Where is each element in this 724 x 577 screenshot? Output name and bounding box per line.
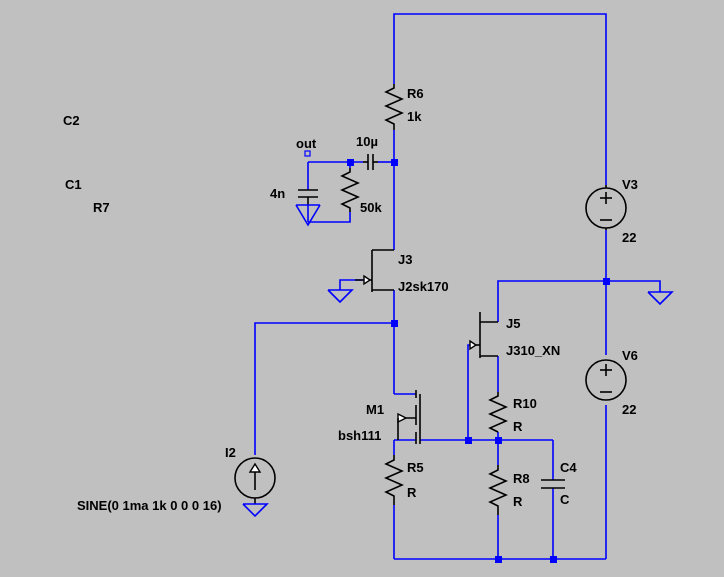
label-c4-name: C4 [560,460,577,475]
label-j5-name: J5 [506,316,520,331]
junction-dot [603,278,610,285]
junction-dot [465,437,472,444]
junctions [304,150,610,563]
label-j5-value: J310_XN [506,343,560,358]
label-r10-value: R [513,419,523,434]
junction-dot [495,556,502,563]
label-r5-value: R [407,485,417,500]
junction-dot [495,437,502,444]
label-c1: C1 [65,177,82,192]
resistor-r5[interactable] [384,455,404,505]
label-v6-value: 22 [622,402,636,417]
mosfet-m1[interactable] [397,390,421,444]
labels: C2 C1 R7 R6 1k out 10µ 4n 50k J3 J2sk170… [63,86,638,513]
label-m1-value: bsh111 [338,428,381,443]
label-v3-name: V3 [622,177,638,192]
label-r8-value: R [513,494,523,509]
wire-50k-bottom[interactable] [308,212,351,223]
label-c2: C2 [63,113,80,128]
junction-dot [347,159,354,166]
resistor-r8[interactable] [488,465,508,515]
wire-top-rail[interactable] [393,13,607,185]
junction-dot [391,159,398,166]
wires [254,13,661,560]
resistor-r6[interactable] [384,84,404,130]
label-out: out [296,136,317,151]
label-i2-value: SINE(0 1ma 1k 0 0 0 16) [77,498,222,513]
resistor-50k[interactable] [340,168,360,212]
out-port-marker[interactable] [304,150,311,157]
label-j3-name: J3 [398,252,412,267]
label-r6-value: 1k [407,109,422,124]
capacitor-10u[interactable] [363,154,378,170]
wire-gnd-right[interactable] [606,280,661,292]
junction-dot [550,556,557,563]
voltage-source-v3[interactable] [585,185,627,230]
wire-i2-feed[interactable] [254,322,394,455]
voltage-source-v6[interactable] [585,359,627,401]
label-cap-4n: 4n [270,186,285,201]
wire-m1-gate[interactable] [420,344,470,441]
ground-symbol-right [647,291,674,306]
wire-j5-drain[interactable] [497,280,606,322]
capacitor-4n[interactable] [298,189,318,205]
label-r6-name: R6 [407,86,424,101]
label-j3-value: J2sk170 [398,279,449,294]
label-cap-10u: 10µ [356,134,378,149]
label-r8-name: R8 [513,471,530,486]
label-i2-name: I2 [225,445,236,460]
label-r-50k: 50k [360,200,382,215]
jfet-j3[interactable] [355,249,394,292]
label-c4-value: C [560,492,570,507]
label-r10-name: R10 [513,396,537,411]
ground-symbol-i2 [242,503,269,518]
current-source-i2[interactable] [234,457,276,504]
label-v6-name: V6 [622,348,638,363]
capacitor-c4[interactable] [541,479,565,489]
resistor-r10[interactable] [488,392,508,433]
jfet-j5[interactable] [469,312,498,358]
label-m1-name: M1 [366,402,384,417]
junction-dot [391,320,398,327]
label-r5-name: R5 [407,460,424,475]
label-r7: R7 [93,200,110,215]
ground-symbol-4n [295,204,321,227]
ground-symbol-j3 [327,289,354,304]
label-v3-value: 22 [622,230,636,245]
